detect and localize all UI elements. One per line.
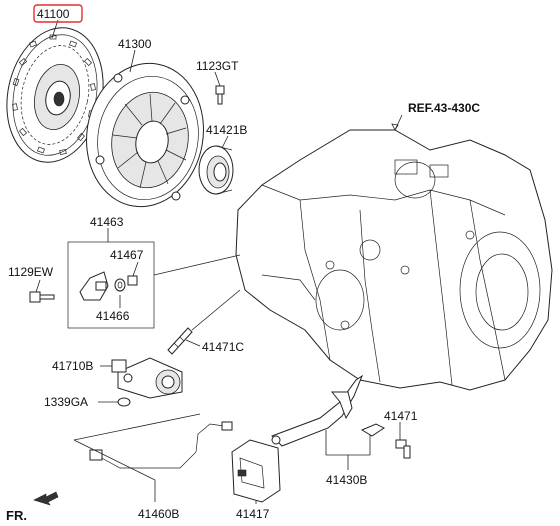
label-41100[interactable]: 41100 [37,7,70,21]
label-ref[interactable]: REF.43-430C [408,101,480,115]
release-bearing-41421B[interactable] [198,145,234,195]
label-41710B[interactable]: 41710B [52,359,93,373]
label-41430B[interactable]: 41430B [326,473,367,487]
bushing-41466[interactable] [114,278,126,292]
label-1339GA[interactable]: 1339GA [44,395,88,409]
label-41471[interactable]: 41471 [384,409,418,423]
label-41471C[interactable]: 41471C [202,340,244,354]
label-41417[interactable]: 41417 [236,507,270,521]
pressure-plate-41300[interactable] [75,54,214,216]
label-41421B[interactable]: 41421B [206,123,247,137]
actuator-41417[interactable] [231,439,281,503]
label-41460B[interactable]: 41460B [138,507,179,521]
release-cylinder-41710B[interactable] [111,357,183,399]
label-1123GT[interactable]: 1123GT [196,59,239,73]
highlight-box-41100 [33,4,83,23]
hose-41471C[interactable] [167,327,193,355]
label-front: FR. [6,508,27,523]
bolt-1123GT[interactable] [215,85,225,105]
bleeder-1339GA[interactable] [117,397,131,407]
clutch-tube-41460B[interactable] [89,421,233,469]
clutch-disc-41100[interactable] [0,19,115,172]
label-41300[interactable]: 41300 [118,37,152,51]
bracket-assy-41463-box [67,241,155,329]
clip-41471[interactable] [360,423,385,437]
pivot-bolt[interactable] [395,439,411,459]
label-41466[interactable]: 41466 [96,309,130,323]
front-direction-arrow [33,491,59,506]
release-fork-41430B[interactable] [271,374,364,447]
bolt-1129EW[interactable] [29,291,55,303]
bracket-41463[interactable] [79,271,109,301]
nut-41467[interactable] [127,275,138,286]
label-1129EW[interactable]: 1129EW [8,265,54,279]
label-41463[interactable]: 41463 [90,215,124,229]
label-41467[interactable]: 41467 [110,248,144,262]
transaxle-housing [235,129,553,391]
